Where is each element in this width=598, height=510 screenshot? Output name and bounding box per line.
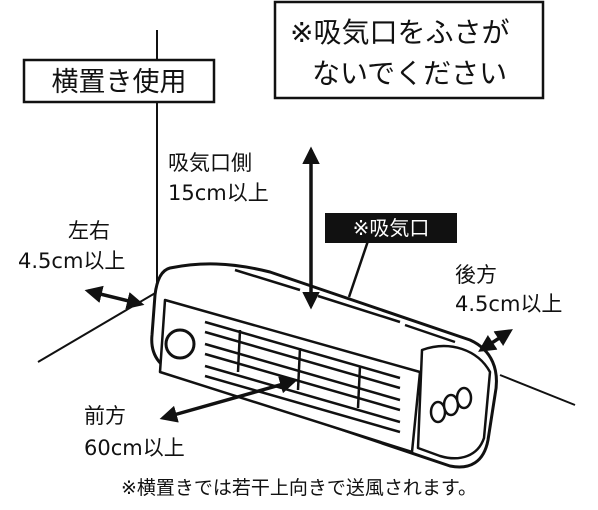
intake-label: ※吸気口 (353, 216, 430, 240)
intake-side-distance: 15cm以上 (168, 181, 269, 205)
rear-clearance-arrow (478, 329, 513, 352)
left-right-distance: 4.5cm以上 (18, 249, 125, 273)
side-clearance-arrow (84, 285, 145, 310)
mode-label: 横置き使用 (52, 67, 187, 98)
intake-leader-line (347, 234, 372, 298)
front-label: 前方 (84, 404, 126, 428)
double-arrow-icon (84, 146, 513, 423)
intake-warning-line-1: ※吸気口をふさが (290, 16, 509, 49)
intake-label-tag: ※吸気口 (325, 213, 457, 243)
rear-distance: 4.5cm以上 (455, 292, 562, 316)
side-vents (429, 386, 473, 424)
left-right-label: 左右 (68, 219, 110, 243)
rear-label: 後方 (455, 263, 497, 287)
front-clearance-arrow (159, 376, 298, 423)
control-dial-icon (164, 328, 196, 360)
intake-side-label: 吸気口側 (168, 151, 252, 175)
footnote: ※横置きでは若干上向きで送風されます。 (121, 477, 477, 499)
intake-warning-box: ※吸気口をふさが ないでください (273, 0, 545, 100)
front-distance: 60cm以上 (84, 436, 185, 460)
intake-warning-line-2: ないでください (312, 57, 507, 90)
mode-label-box: 横置き使用 (22, 58, 216, 104)
